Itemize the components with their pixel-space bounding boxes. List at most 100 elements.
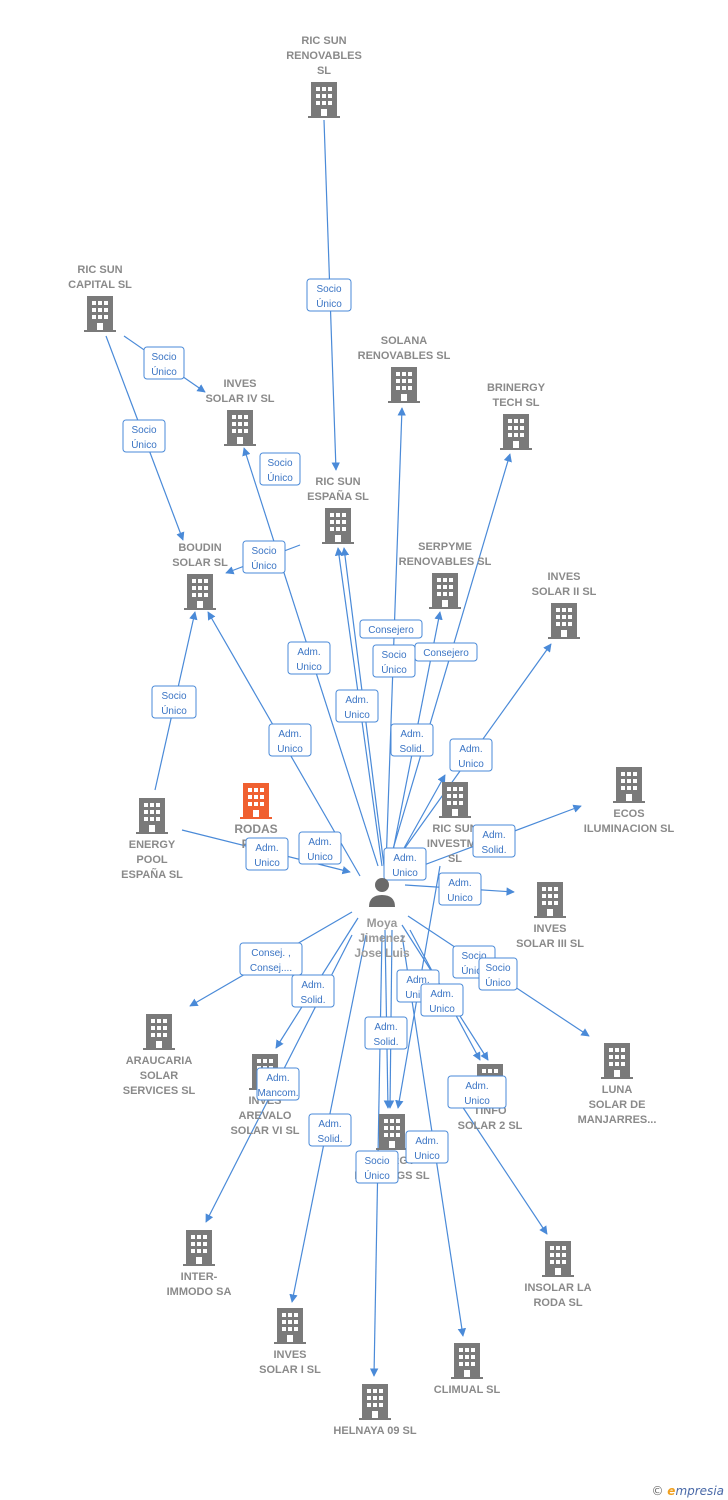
relation-edge xyxy=(457,1099,548,1235)
company-node-brinergy[interactable]: BRINERGY TECH SL xyxy=(487,382,546,450)
company-label-line: BOUDIN xyxy=(178,542,221,554)
building-icon xyxy=(500,414,532,450)
company-label-line: RIC SUN xyxy=(432,823,477,835)
edge-label-text: Adm. xyxy=(430,989,453,1000)
building-icon xyxy=(136,798,168,834)
edge-label-text: Adm. xyxy=(278,729,301,740)
edge-label-text: Socio xyxy=(381,650,406,661)
company-label-line: SERVICES SL xyxy=(123,1085,196,1097)
edge-label-text: Mancom. xyxy=(257,1088,298,1099)
company-label-line: INVES xyxy=(223,378,256,390)
edge-label-text: Unico xyxy=(405,990,431,1001)
company-label-line: INTER- xyxy=(181,1271,218,1283)
company-label-line: SOLAR DE xyxy=(589,1099,646,1111)
company-node-helnaya[interactable]: HELNAYA 09 SL xyxy=(333,1384,417,1437)
company-node-inter-immodo[interactable]: INTER-IMMODO SA xyxy=(167,1230,232,1298)
building-icon xyxy=(184,574,216,610)
company-label-line: ESPAÑA SL xyxy=(121,868,183,881)
building-icon xyxy=(439,782,471,818)
edge-label-text: Adm. xyxy=(318,1119,341,1130)
edge-label-text: Consejero xyxy=(368,625,414,636)
edge-label-text: Adm. xyxy=(406,975,429,986)
company-label-line: SOLAR SL xyxy=(172,557,228,569)
building-icon xyxy=(429,573,461,609)
person-node[interactable]: Moya Jimenez Jose Luis xyxy=(354,878,410,960)
company-node-boudin[interactable]: BOUDIN SOLAR SL xyxy=(172,542,228,610)
edge-label: Adm.Unico xyxy=(383,847,427,881)
company-label-line: AREVALO xyxy=(239,1110,292,1122)
company-label-line: LUNA xyxy=(602,1084,633,1096)
edge-label-text: Adm. xyxy=(482,830,505,841)
company-label-line: POOL xyxy=(136,854,167,866)
building-icon xyxy=(224,410,256,446)
edge-label-text: Único xyxy=(485,976,511,989)
edge-label-text: Único xyxy=(381,663,407,676)
building-icon xyxy=(534,882,566,918)
edge-label: Adm.Unico xyxy=(335,689,379,723)
edge-label: Adm.Solid. xyxy=(308,1113,352,1147)
company-label-line: SL xyxy=(448,853,462,865)
edge-label: Consejero xyxy=(359,619,423,639)
company-label-line: ECOS xyxy=(613,808,644,820)
building-icon xyxy=(388,367,420,403)
edge-label-text: Unico xyxy=(429,1004,455,1015)
edge-label: Adm.Solid. xyxy=(291,974,335,1008)
company-node-ricsun-invest[interactable]: RIC SUN INVESTME SL xyxy=(427,782,483,865)
edge-label-text: Socio xyxy=(461,951,486,962)
company-label-line: SOLAR xyxy=(140,1070,179,1082)
edge-label-text: Unico xyxy=(414,1151,440,1162)
edge-label: Adm.Solid. xyxy=(472,824,516,858)
building-icon xyxy=(376,1114,408,1150)
company-node-climual[interactable]: CLIMUAL SL xyxy=(434,1343,501,1396)
company-label-line: MANJARRES... xyxy=(578,1114,657,1126)
edge-label: Consej. ,Consej.... xyxy=(239,942,303,976)
company-label-line: RIC SUN xyxy=(315,476,360,488)
edge-label: Adm. Unico xyxy=(420,983,464,1017)
building-icon xyxy=(451,1343,483,1379)
company-label-line: BRINERGY xyxy=(487,382,546,394)
edge-label-text: Adm. xyxy=(374,1022,397,1033)
edge-label-text: Adm. xyxy=(301,980,324,991)
company-label-line: TECH SL xyxy=(492,397,539,409)
copyright-icon: © xyxy=(651,1484,664,1498)
building-icon xyxy=(183,1230,215,1266)
company-label-line: INVESTME xyxy=(427,838,483,850)
brand-logo[interactable]: empresia xyxy=(667,1484,724,1498)
building-icon xyxy=(613,767,645,803)
company-label-line: SOLAR VI SL xyxy=(230,1125,299,1137)
edge-label: Adm.Unico xyxy=(268,723,312,757)
edge-label-text: Adm. xyxy=(345,695,368,706)
edge-label-text: Único xyxy=(316,297,342,310)
edge-label-text: Unico xyxy=(447,893,473,904)
edge-label-text: Socio xyxy=(161,691,186,702)
edge-label-text: Unico xyxy=(296,662,322,673)
edge-label-text: Adm. xyxy=(297,647,320,658)
edge-label-text: Unico xyxy=(392,868,418,879)
edge-label-text: Consejero xyxy=(423,648,469,659)
edge-label-text: Único xyxy=(267,471,293,484)
edge-label: Adm.Solid. xyxy=(390,723,434,757)
company-label-line: RENOVABLES SL xyxy=(399,556,492,568)
company-label-line: INSOLAR LA xyxy=(524,1282,591,1294)
company-node-luna[interactable]: LUNA SOLAR DE MANJARRES... xyxy=(578,1043,657,1126)
company-label-line: RENOVABLES SL xyxy=(358,350,451,362)
